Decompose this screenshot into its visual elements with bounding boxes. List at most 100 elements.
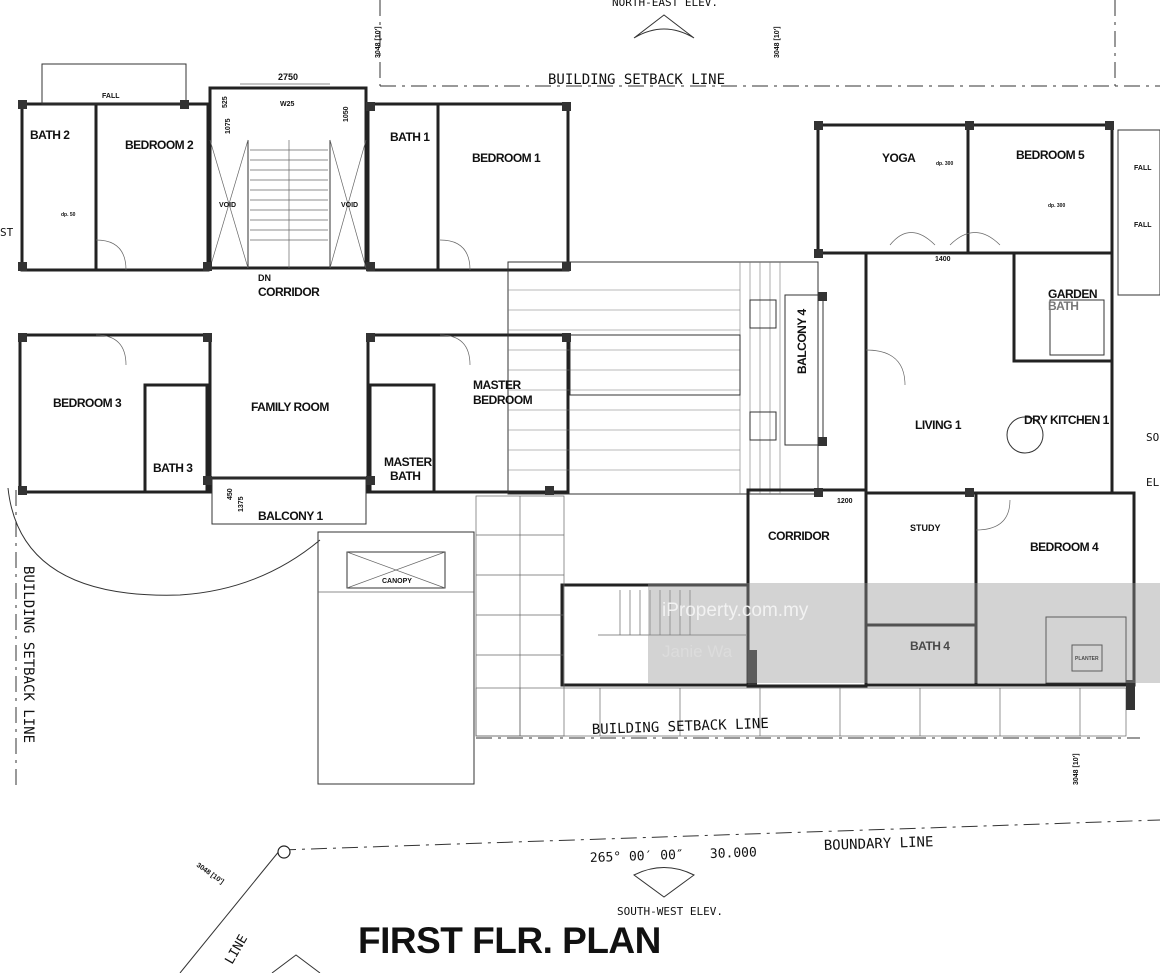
label-yoga: YOGA (882, 151, 916, 165)
label-bedroom3: BEDROOM 3 (53, 396, 122, 410)
dining-table (1006, 416, 1044, 454)
void-right-x2 (329, 139, 367, 269)
label-fall-right-1: FALL (1134, 165, 1152, 172)
dim-setback-bottom-left: 3048 [10'] (195, 862, 225, 886)
stair-void-block (208, 86, 368, 270)
dim-1400: 1400 (935, 256, 951, 263)
label-balcony1: BALCONY 1 (258, 509, 323, 523)
dim-2750: 2750 (278, 72, 298, 82)
boundary-corner-line (179, 849, 281, 973)
bath4-block (864, 623, 978, 687)
door-swings (95, 232, 1011, 531)
fall-ledge-right (1117, 129, 1160, 296)
boundary-peg (277, 845, 291, 859)
page-title: FIRST FLR. PLAN (358, 920, 661, 961)
label-left-cut: ST (0, 226, 14, 239)
void-left-x2 (209, 139, 249, 269)
label-master-bath: MASTER (384, 455, 433, 469)
label-setback-top: BUILDING SETBACK LINE (548, 72, 725, 88)
label-dry-kitchen1: DRY KITCHEN 1 (1024, 413, 1110, 427)
label-south-west-elev: SOUTH-WEST ELEV. (617, 905, 723, 918)
label-canopy: CANOPY (382, 578, 412, 585)
label-master-bedroom: MASTER (473, 378, 522, 392)
label-setback-bottom: BUILDING SETBACK LINE (592, 716, 769, 738)
dim-dp300a: dp. 300 (936, 161, 953, 167)
label-fall-right-2: FALL (1134, 222, 1152, 229)
dim-dp50: dp. 50 (61, 212, 76, 218)
watermark-site: iProperty.com.my (662, 600, 809, 621)
center-deck-hatch (508, 262, 781, 494)
lower-stair-treads (598, 590, 746, 636)
label-boundary: BOUNDARY LINE (824, 834, 934, 854)
paving-grid (475, 495, 1127, 737)
lower-stair-block (560, 583, 750, 687)
center-deck (507, 261, 819, 495)
canopy-roof (317, 531, 475, 785)
label-void-right: VOID (341, 202, 358, 209)
dim-setback-top-right: 3048 [10'] (774, 26, 781, 58)
label-void-left: VOID (219, 202, 236, 209)
deck-post-top (749, 299, 777, 329)
elevation-arrow-bottom (633, 867, 695, 898)
north-arrow-icon (271, 954, 321, 973)
elevation-arrow-top (633, 14, 695, 39)
balcony1-outline (211, 477, 367, 525)
label-bath3: BATH 3 (153, 461, 193, 475)
bath3-block (143, 383, 209, 494)
yoga-block (816, 123, 970, 255)
dim-dp300b: dp. 300 (1048, 203, 1065, 209)
label-study: STUDY (910, 523, 941, 533)
label-setback-left: BUILDING SETBACK LINE (20, 566, 36, 743)
dim-1200: 1200 (837, 498, 853, 505)
label-garden-bath: GARDEN (1048, 287, 1097, 301)
dim-setback-bottom-right: 3048 [10'] (1073, 753, 1080, 785)
label-bath1: BATH 1 (390, 130, 430, 144)
dim-525: 525 (222, 96, 229, 108)
bedroom4-block (974, 491, 1136, 687)
bedroom5-block (966, 123, 1114, 255)
label-bedroom4: BEDROOM 4 (1030, 540, 1099, 554)
fall-ledge-top (41, 63, 187, 105)
label-bearing: 265° 00′ 00″ (590, 848, 684, 866)
label-family-room: FAMILY ROOM (251, 400, 329, 414)
master-bedroom-block (366, 333, 570, 494)
label-dn: DN (258, 273, 271, 283)
site-curve (7, 487, 321, 596)
label-garden-bath-2: BATH (1048, 299, 1078, 313)
watermark-band (648, 583, 1160, 683)
label-living1: LIVING 1 (915, 418, 962, 432)
label-master-bedroom-2: BEDROOM (473, 393, 533, 407)
label-fall-top: FALL (102, 93, 120, 100)
label-planter: PLANTER (1075, 656, 1099, 662)
label-master-bath-2: BATH (390, 469, 420, 483)
label-bedroom5: BEDROOM 5 (1016, 148, 1085, 162)
label-south-east-b: EL (1146, 476, 1160, 489)
label-corridor-bottom: CORRIDOR (768, 529, 830, 543)
label-distance: 30.000 (710, 845, 757, 862)
bedroom1-block (366, 102, 570, 272)
label-bedroom2: BEDROOM 2 (125, 138, 194, 152)
dim-1050: 1050 (343, 106, 350, 122)
dim-1075: 1075 (225, 118, 232, 134)
label-north-east-elev: NORTH-EAST ELEV. (612, 0, 718, 9)
dim-450: 450 (227, 488, 234, 500)
garden-bath-tub (1049, 299, 1105, 356)
planter-inner (1071, 644, 1103, 672)
deck-slats (569, 334, 741, 396)
stair-treads-top (250, 140, 328, 268)
label-balcony4: BALCONY 4 (795, 309, 809, 374)
label-corridor-top: CORRIDOR (258, 285, 320, 299)
label-south-east-a: SO (1146, 431, 1159, 444)
boundary-line (279, 819, 1160, 851)
structural-columns (18, 100, 1135, 710)
label-bath4: BATH 4 (910, 639, 950, 653)
dim-1375: 1375 (238, 496, 245, 512)
label-bedroom1: BEDROOM 1 (472, 151, 541, 165)
canopy-box (346, 551, 446, 589)
master-bath-block (368, 383, 436, 494)
planter-box (1045, 616, 1127, 684)
label-bath2: BATH 2 (30, 128, 70, 142)
dim-w25: W25 (280, 101, 295, 108)
watermark-agent: Janie Wa (662, 642, 733, 661)
